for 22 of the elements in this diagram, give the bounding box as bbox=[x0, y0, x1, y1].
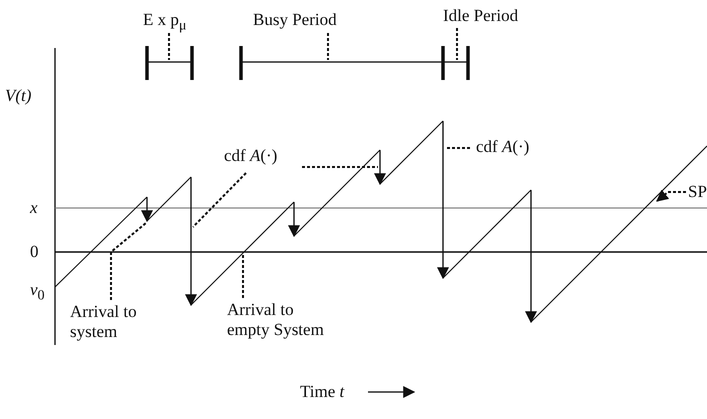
leader-line bbox=[456, 28, 458, 60]
leader-line bbox=[656, 190, 686, 202]
axis-title: Time t bbox=[300, 382, 344, 402]
leader-line bbox=[110, 222, 147, 300]
interval-label: E x p$_{μ}$ bbox=[143, 10, 186, 36]
leader-line bbox=[192, 172, 247, 228]
leader-line bbox=[445, 147, 470, 149]
annotation-label: cdf A(·) bbox=[476, 137, 530, 157]
axis-title: V(t) bbox=[5, 86, 32, 106]
leader-line bbox=[242, 254, 244, 298]
annotation-label: Arrival to empty System bbox=[227, 300, 327, 340]
leader-line bbox=[168, 33, 170, 60]
annotation-label: SP bbox=[688, 182, 707, 202]
period-label: Idle Period bbox=[443, 6, 518, 26]
tick-label: v$_{0}$ bbox=[30, 280, 45, 306]
annotation-label: cdf A(·) bbox=[224, 146, 278, 166]
leader-line bbox=[327, 33, 329, 60]
tick-label: x bbox=[30, 198, 38, 218]
tick-label: 0 bbox=[30, 242, 38, 262]
period-label: Busy Period bbox=[253, 10, 337, 30]
annotation-label: Arrival to system bbox=[70, 302, 150, 342]
leader-line bbox=[302, 166, 378, 168]
